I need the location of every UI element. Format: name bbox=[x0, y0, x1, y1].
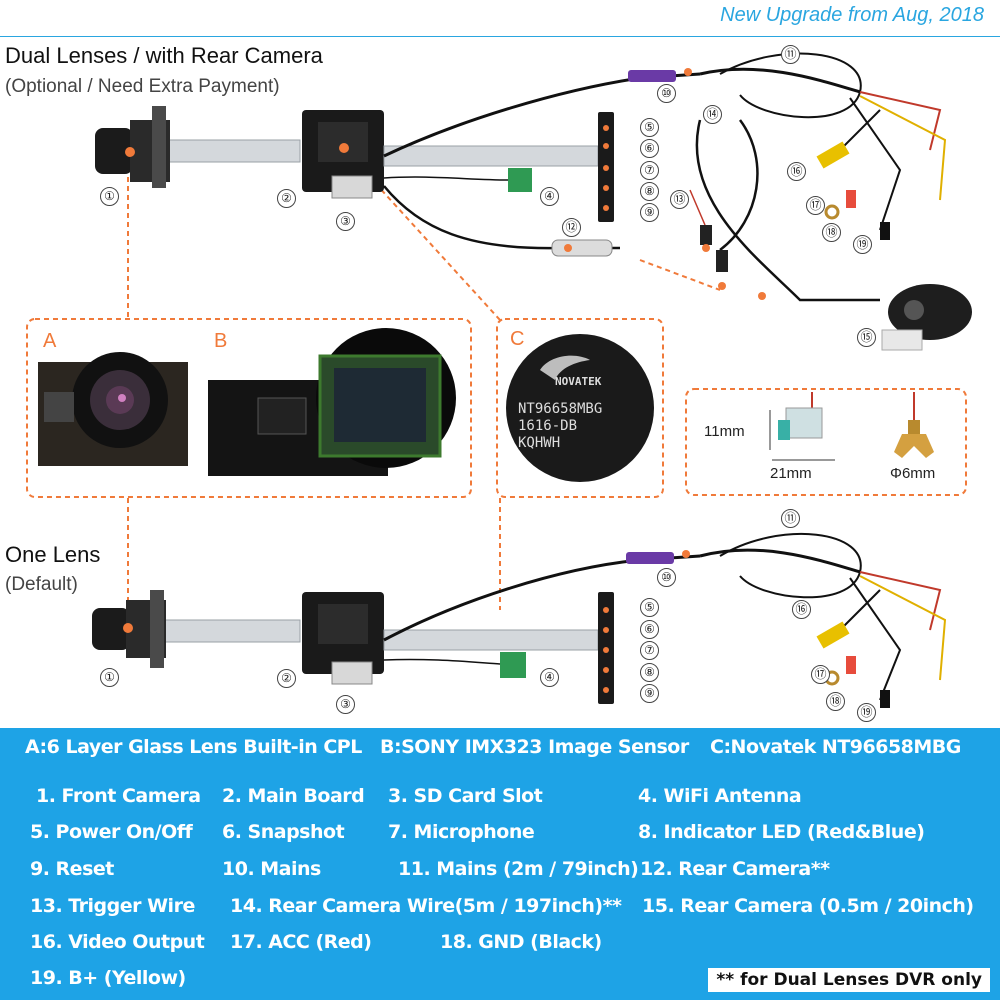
part-7: 7. Microphone bbox=[388, 821, 535, 843]
chip-brand: NOVATEK bbox=[555, 375, 602, 388]
marker-17-single: ⑰ bbox=[811, 665, 830, 684]
marker-9: ⑨ bbox=[640, 203, 659, 222]
rear-camera bbox=[888, 284, 972, 340]
product-illustration: NOVATEK NT96658MBG 1616-DB KQHWH bbox=[26, 52, 972, 708]
part-12: 12. Rear Camera** bbox=[640, 858, 830, 880]
marker-16-single: ⑯ bbox=[792, 600, 811, 619]
marker-10: ⑩ bbox=[657, 84, 676, 103]
marker-18-single: ⑱ bbox=[826, 692, 845, 711]
chip-line3: KQHWH bbox=[518, 435, 560, 451]
part-4: 4. WiFi Antenna bbox=[638, 785, 802, 807]
marker-2-single: ② bbox=[277, 669, 296, 688]
detail-box-c bbox=[496, 318, 664, 498]
marker-11-single: ⑪ bbox=[781, 509, 800, 528]
part-10: 10. Mains bbox=[222, 858, 321, 880]
marker-3: ③ bbox=[336, 212, 355, 231]
part-8: 8. Indicator LED (Red&Blue) bbox=[638, 821, 925, 843]
marker-17: ⑰ bbox=[806, 196, 825, 215]
marker-8-single: ⑧ bbox=[640, 663, 659, 682]
part-15: 15. Rear Camera (0.5m / 20inch) bbox=[642, 895, 974, 917]
dual-only-note: ** for Dual Lenses DVR only bbox=[708, 968, 990, 992]
front-camera-lens bbox=[95, 128, 133, 174]
part-13: 13. Trigger Wire bbox=[30, 895, 195, 917]
part-19: 19. B+ (Yellow) bbox=[30, 967, 186, 989]
mains-plug bbox=[628, 70, 676, 82]
marker-11: ⑪ bbox=[781, 45, 800, 64]
feature-c: C:Novatek NT96658MBG bbox=[710, 736, 961, 758]
marker-4-single: ④ bbox=[540, 668, 559, 687]
marker-1-single: ① bbox=[100, 668, 119, 687]
feature-a: A:6 Layer Glass Lens Built-in CPL bbox=[25, 736, 362, 758]
marker-19-single: ⑲ bbox=[857, 703, 876, 722]
marker-16: ⑯ bbox=[787, 162, 806, 181]
part-16: 16. Video Output bbox=[30, 931, 205, 953]
callout-b: B bbox=[214, 330, 228, 352]
dual-assembly bbox=[95, 52, 972, 351]
terminal-size-label: Φ6mm bbox=[890, 465, 936, 482]
feature-b: B:SONY IMX323 Image Sensor bbox=[380, 736, 689, 758]
upgrade-banner: New Upgrade from Aug, 2018 bbox=[720, 4, 984, 26]
marker-2: ② bbox=[277, 189, 296, 208]
top-banner-bar: New Upgrade from Aug, 2018 bbox=[0, 0, 1000, 37]
marker-5-single: ⑤ bbox=[640, 598, 659, 617]
marker-19: ⑲ bbox=[853, 235, 872, 254]
marker-18: ⑱ bbox=[822, 223, 841, 242]
marker-14: ⑭ bbox=[703, 105, 722, 124]
single-assembly bbox=[92, 532, 947, 708]
marker-3-single: ③ bbox=[336, 695, 355, 714]
dual-lens-subtitle: (Optional / Need Extra Payment) bbox=[5, 76, 280, 97]
marker-12: ⑫ bbox=[562, 218, 581, 237]
chip-line2: 1616-DB bbox=[518, 418, 577, 434]
part-11: 11. Mains (2m / 79inch) bbox=[398, 858, 639, 880]
part-5: 5. Power On/Off bbox=[30, 821, 193, 843]
marker-1: ① bbox=[100, 187, 119, 206]
wifi-antenna bbox=[508, 168, 532, 192]
marker-8: ⑧ bbox=[640, 182, 659, 201]
fuse-height-label: 11mm bbox=[704, 423, 745, 440]
one-lens-subtitle: (Default) bbox=[5, 574, 78, 595]
marker-13: ⑬ bbox=[670, 190, 689, 209]
detail-box-ab bbox=[26, 318, 472, 498]
part-18: 18. GND (Black) bbox=[440, 931, 602, 953]
callout-c: C bbox=[510, 328, 525, 350]
callout-a: A bbox=[43, 330, 57, 352]
part-6: 6. Snapshot bbox=[222, 821, 345, 843]
part-1: 1. Front Camera bbox=[36, 785, 201, 807]
chip-line1: NT96658MBG bbox=[518, 401, 602, 417]
part-14: 14. Rear Camera Wire(5m / 197inch)** bbox=[230, 895, 622, 917]
dual-lens-title: Dual Lenses / with Rear Camera bbox=[5, 43, 323, 68]
part-2: 2. Main Board bbox=[222, 785, 365, 807]
fuse-width-label: 21mm bbox=[770, 465, 812, 482]
marker-9-single: ⑨ bbox=[640, 684, 659, 703]
marker-5: ⑤ bbox=[640, 118, 659, 137]
one-lens-title: One Lens bbox=[5, 542, 101, 567]
marker-15: ⑮ bbox=[857, 328, 876, 347]
marker-6-single: ⑥ bbox=[640, 620, 659, 639]
marker-10-single: ⑩ bbox=[657, 568, 676, 587]
marker-4: ④ bbox=[540, 187, 559, 206]
marker-7: ⑦ bbox=[640, 161, 659, 180]
part-3: 3. SD Card Slot bbox=[388, 785, 543, 807]
marker-6: ⑥ bbox=[640, 139, 659, 158]
legend-panel: A:6 Layer Glass Lens Built-in CPL B:SONY… bbox=[0, 728, 1000, 1000]
part-9: 9. Reset bbox=[30, 858, 114, 880]
marker-7-single: ⑦ bbox=[640, 641, 659, 660]
part-17: 17. ACC (Red) bbox=[230, 931, 372, 953]
